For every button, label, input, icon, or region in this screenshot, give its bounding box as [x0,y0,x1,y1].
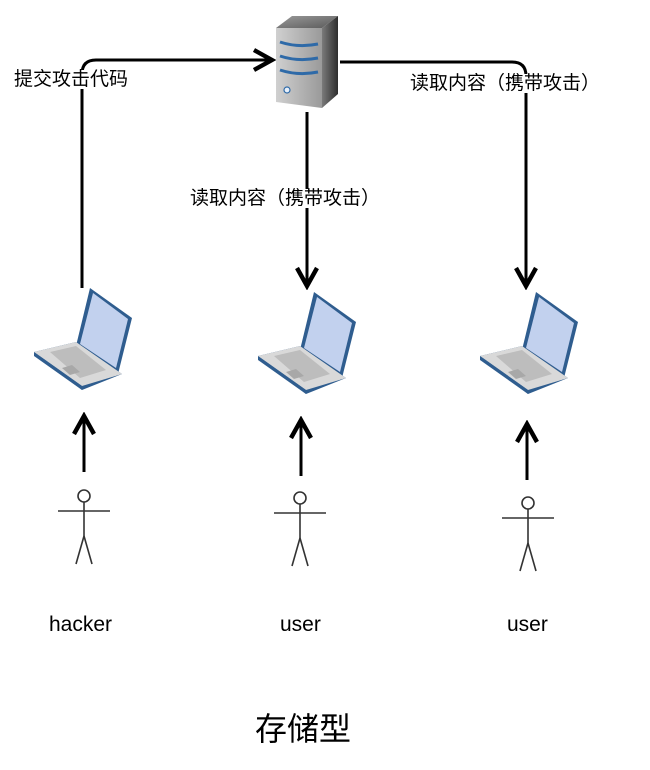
actor-label-user1: user [280,613,321,636]
server-icon [276,16,338,108]
hacker-stick-figure-icon [57,489,111,565]
edge-label-read-user2: 读取内容（携带攻击） [410,72,601,94]
edge-hacker-to-server [80,60,272,288]
actor-label-hacker: hacker [49,613,113,636]
user1-stick-figure-icon [273,491,327,567]
edge-label-read-user1: 读取内容（携带攻击） [190,187,381,209]
actor-label-user2: user [507,613,548,636]
edge-server-to-user2 [340,60,526,286]
diagram-title: 存储型 [255,710,352,748]
user2-stick-figure-icon [501,496,555,572]
hacker-laptop-icon [34,288,132,390]
user2-laptop-icon [480,292,578,394]
user1-laptop-icon [258,292,356,394]
edge-label-submit-attack: 提交攻击代码 [14,68,129,90]
